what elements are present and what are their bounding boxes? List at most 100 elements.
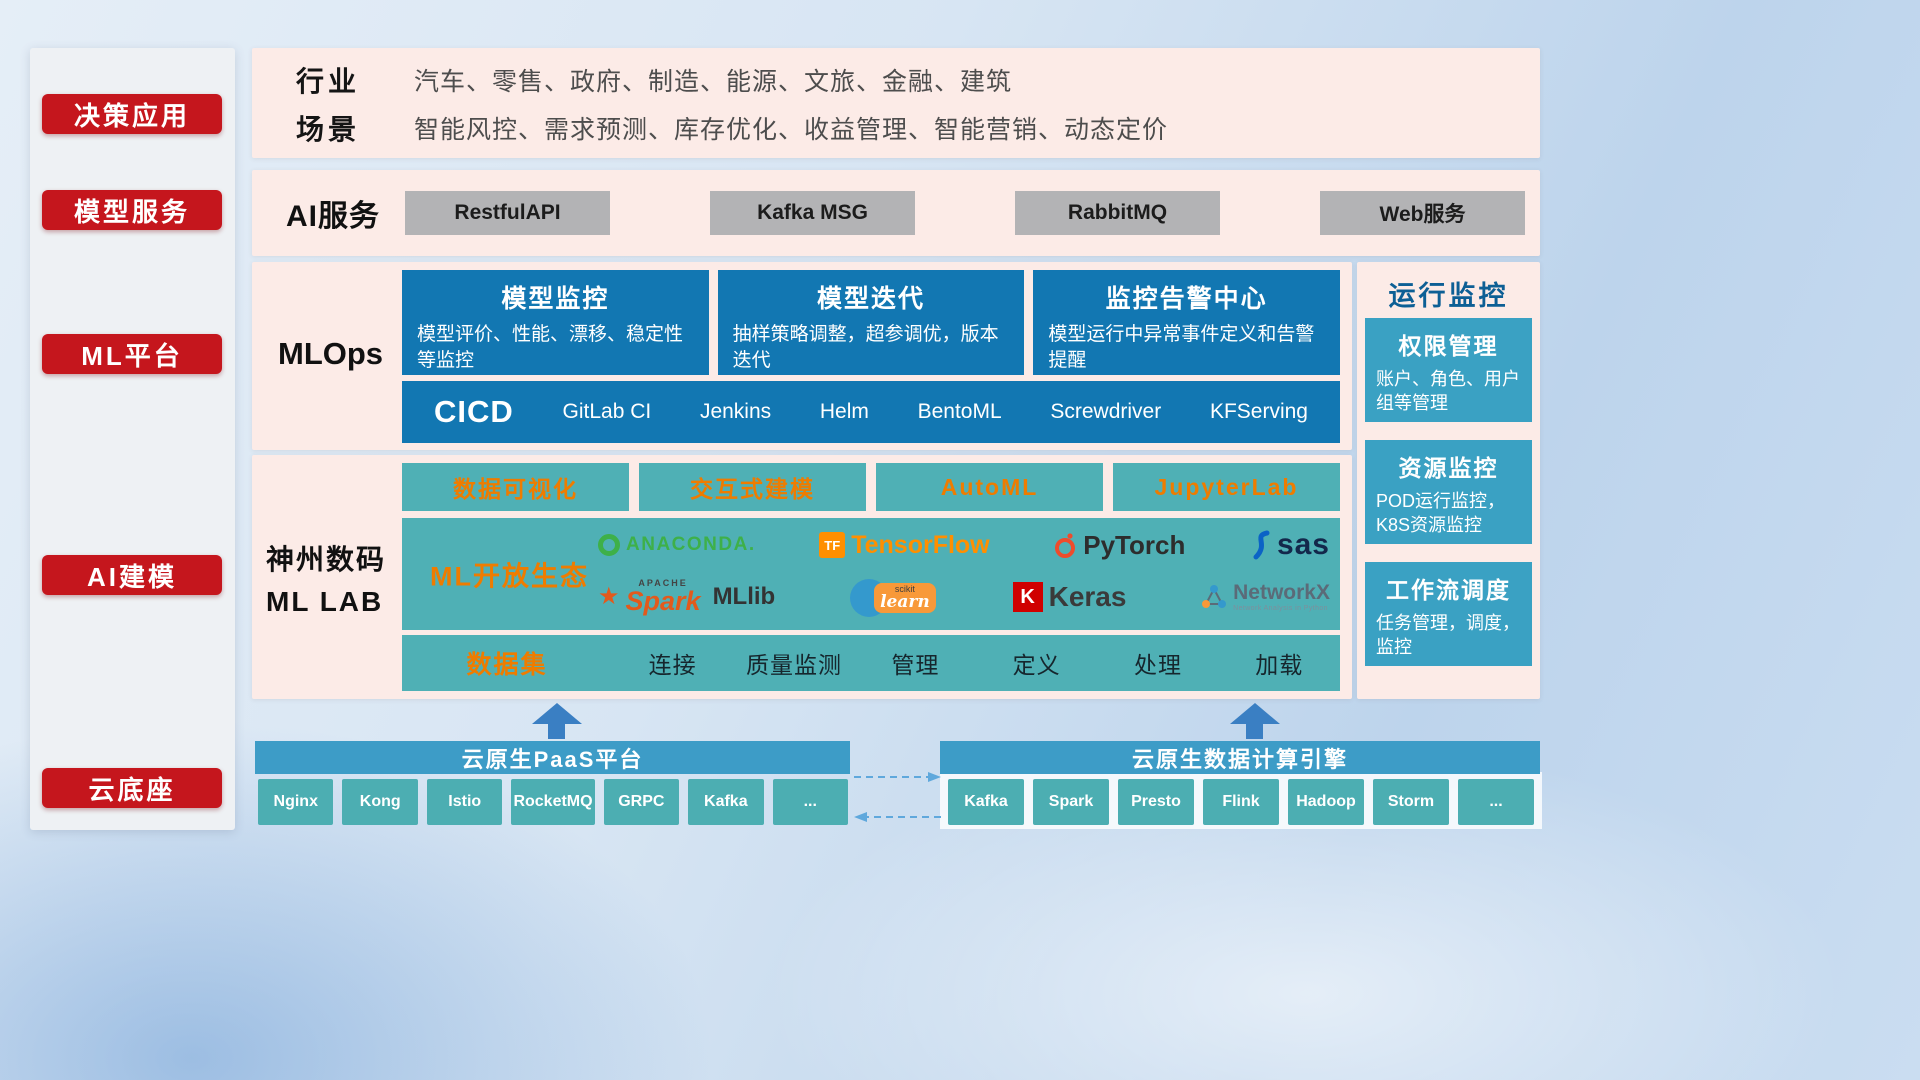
ml-open-ecosystem-box: ML开放生态 ANACONDA. TF TensorFlow xyxy=(402,518,1340,630)
cicd-tool-gitlab-ci: GitLab CI xyxy=(562,400,652,423)
dataset-label: 数据集 xyxy=(466,651,548,679)
pytorch-flame-icon xyxy=(1055,533,1076,558)
model-monitoring-card: 模型监控 模型评价、性能、漂移、稳定性等监控 xyxy=(402,270,709,375)
scene-list: 智能风控、需求预测、库存优化、收益管理、智能营销、动态定价 xyxy=(414,116,1169,144)
ecosystem-logos: ANACONDA. TF TensorFlow PyTorch xyxy=(598,522,1330,626)
card-desc: 任务管理，调度，监控 xyxy=(1376,613,1520,658)
paas-more: ... xyxy=(772,779,849,825)
resource-monitoring-card: 资源监控 POD运行监控，K8S资源监控 xyxy=(1365,440,1532,544)
card-title: 模型监控 xyxy=(501,285,610,313)
sidebar-item-model-service: 模型服务 xyxy=(42,190,222,230)
model-iteration-card: 模型迭代 抽样策略调整，超参调优，版本迭代 xyxy=(717,270,1025,375)
paas-kafka: Kafka xyxy=(688,779,764,825)
ai-service-restfulapi: RestfulAPI xyxy=(405,191,610,235)
feature-automl: AutoML xyxy=(876,463,1103,511)
engine-more: ... xyxy=(1458,779,1534,825)
scene-label: 场景 xyxy=(296,114,361,145)
feature-data-visualization: 数据可视化 xyxy=(402,463,629,511)
keras-k-icon: K xyxy=(1012,582,1043,612)
card-title: 工作流调度 xyxy=(1386,577,1511,603)
ai-service-kafka-msg: Kafka MSG xyxy=(710,191,915,235)
up-arrow-stem xyxy=(1246,723,1263,739)
pytorch-logo: PyTorch xyxy=(1053,530,1185,561)
paas-istio: Istio xyxy=(426,779,503,825)
spark-apache-text: APACHE xyxy=(638,578,688,588)
sas-wordmark: sas xyxy=(1276,528,1330,561)
tensorflow-icon: TF xyxy=(819,532,846,558)
dataset-process: 处理 xyxy=(1133,652,1182,678)
networkx-wordmark: NetworkX Network Analysis in Python xyxy=(1233,581,1330,613)
engine-presto: Presto xyxy=(1118,779,1194,825)
cicd-tool-helm: Helm xyxy=(819,400,869,423)
networkx-logo: NetworkX Network Analysis in Python xyxy=(1201,581,1330,613)
keras-wordmark: Keras xyxy=(1048,581,1127,612)
lab-feature-row: 数据可视化 交互式建模 AutoML JupyterLab xyxy=(402,463,1340,511)
paas-kong: Kong xyxy=(342,779,418,825)
cicd-tool-bentoml: BentoML xyxy=(917,400,1002,423)
sidebar-item-cloud-base: 云底座 xyxy=(42,768,222,808)
networkx-subtext: Network Analysis in Python xyxy=(1233,605,1328,613)
anaconda-logo: ANACONDA. xyxy=(598,534,756,556)
ecosystem-logo-row-1: ANACONDA. TF TensorFlow PyTorch xyxy=(598,528,1330,562)
paas-grpc: GRPC xyxy=(603,779,680,825)
industry-label: 行业 xyxy=(296,66,361,97)
scikit-learn-logo: scikit learn xyxy=(849,574,938,620)
engine-spark: Spark xyxy=(1033,779,1109,825)
left-category-panel xyxy=(30,48,235,830)
scikit-text: scikit xyxy=(894,584,915,594)
paas-nginx: Nginx xyxy=(258,779,334,825)
alert-center-card: 监控告警中心 模型运行中异常事件定义和告警提醒 xyxy=(1033,270,1341,375)
dataset-quality: 质量监测 xyxy=(745,652,842,678)
dataset-load: 加载 xyxy=(1255,652,1304,678)
spark-star-icon: ★ xyxy=(598,583,620,610)
anaconda-wordmark: ANACONDA. xyxy=(626,534,756,555)
dataset-bar: 数据集 连接 质量监测 管理 定义 处理 加载 xyxy=(402,635,1340,691)
card-title: 权限管理 xyxy=(1398,333,1499,359)
card-desc: 模型运行中异常事件定义和告警提醒 xyxy=(1048,324,1315,371)
spark-text: Spark xyxy=(625,586,701,616)
data-engine-header: 云原生数据计算引擎 xyxy=(940,741,1540,774)
card-desc: 模型评价、性能、漂移、稳定性等监控 xyxy=(417,324,684,371)
engine-components-row: Kafka Spark Presto Flink Hadoop Storm ..… xyxy=(948,779,1534,825)
paas-rocketmq: RocketMQ xyxy=(511,779,595,825)
ml-lab-label-line2: ML LAB xyxy=(266,586,384,617)
card-desc: 账户、角色、用户组等管理 xyxy=(1376,369,1520,414)
up-arrow-icon xyxy=(532,703,582,724)
industry-row: 行业 汽车、零售、政府、制造、能源、文旅、金融、建筑 xyxy=(296,61,1012,99)
learn-text: learn xyxy=(880,592,930,612)
engine-storm: Storm xyxy=(1373,779,1449,825)
spark-mllib-logo: ★ APACHE Spark MLlib xyxy=(598,579,775,615)
cicd-title: CICD xyxy=(434,394,514,429)
industry-scene-panel: 行业 汽车、零售、政府、制造、能源、文旅、金融、建筑 场景 智能风控、需求预测、… xyxy=(252,48,1540,158)
sas-logo: sas xyxy=(1249,528,1330,562)
card-title: 模型迭代 xyxy=(817,285,926,313)
card-desc: POD运行监控，K8S资源监控 xyxy=(1376,491,1506,536)
feature-interactive-modeling: 交互式建模 xyxy=(639,463,866,511)
scene-row: 场景 智能风控、需求预测、库存优化、收益管理、智能营销、动态定价 xyxy=(296,109,1168,147)
operation-monitoring-panel: 运行监控 权限管理 账户、角色、用户组等管理 资源监控 POD运行监控，K8S资… xyxy=(1357,262,1540,699)
cicd-tool-screwdriver: Screwdriver xyxy=(1050,400,1162,423)
ai-service-panel: AI服务 RestfulAPI Kafka MSG RabbitMQ Web服务 xyxy=(252,170,1540,256)
networkx-graph-icon xyxy=(1202,585,1227,608)
mlops-cards: 模型监控 模型评价、性能、漂移、稳定性等监控 模型迭代 抽样策略调整，超参调优，… xyxy=(402,270,1341,375)
dataset-define: 定义 xyxy=(1012,652,1061,678)
ecosystem-logo-row-2: ★ APACHE Spark MLlib scikit learn xyxy=(598,574,1330,620)
up-arrow-icon xyxy=(1230,703,1280,724)
sidebar-item-decision-apps: 决策应用 xyxy=(42,94,222,134)
up-arrow-stem xyxy=(548,723,565,739)
permission-management-card: 权限管理 账户、角色、用户组等管理 xyxy=(1365,318,1532,422)
card-title: 监控告警中心 xyxy=(1105,285,1268,313)
mlops-label: MLOps xyxy=(278,336,384,371)
ai-service-label: AI服务 xyxy=(286,200,380,233)
mllib-wordmark: MLlib xyxy=(712,583,776,610)
pytorch-wordmark: PyTorch xyxy=(1083,529,1186,560)
paas-components-row: Nginx Kong Istio RocketMQ GRPC Kafka ... xyxy=(258,779,849,825)
sas-swirl-icon xyxy=(1253,530,1270,560)
card-title: 资源监控 xyxy=(1398,455,1499,481)
ai-service-rabbitmq: RabbitMQ xyxy=(1015,191,1220,235)
tensorflow-wordmark: TensorFlow xyxy=(851,530,990,559)
ai-service-web: Web服务 xyxy=(1320,191,1525,235)
scikit-learn-badge: scikit learn xyxy=(873,583,936,613)
industry-list: 汽车、零售、政府、制造、能源、文旅、金融、建筑 xyxy=(414,68,1013,96)
